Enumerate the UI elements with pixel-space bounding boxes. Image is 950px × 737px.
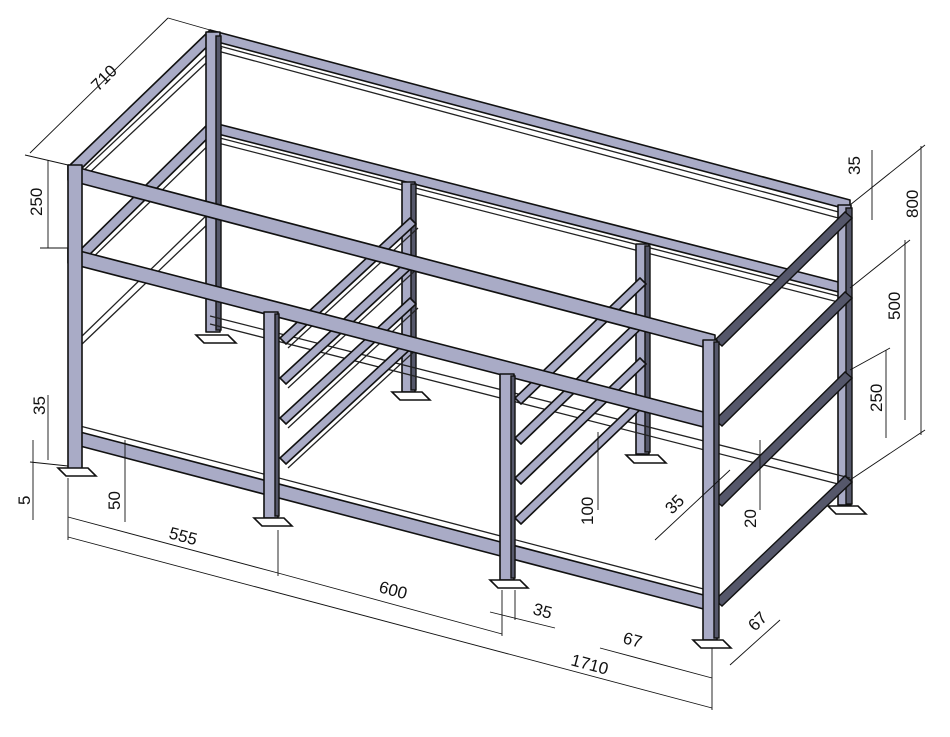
front-right-post [691,339,733,649]
dim-right-35: 35 [845,156,864,175]
dim-depth-710: 710 [87,61,120,94]
back-left-post [194,31,238,344]
top-back-rail [209,29,851,220]
mid-back-rail [209,121,851,304]
right-side-rails [713,211,854,607]
dim-right-500: 500 [885,292,904,320]
dim-foot-67-side: 67 [744,608,771,635]
dim-total-1710: 1710 [569,651,610,679]
dim-foot-67-front: 67 [621,629,644,652]
dim-length-555: 555 [167,524,199,550]
dim-length-600: 600 [377,578,409,604]
front-post-2 [252,311,294,527]
dimension-lines [24,17,926,710]
dim-shelf-35: 35 [661,491,688,518]
dim-right-800: 800 [903,190,922,218]
front-post-3 [488,373,530,589]
dim-left-50: 50 [105,491,124,510]
dim-left-35: 35 [30,396,49,415]
dim-right-250: 250 [867,384,886,412]
dim-shelf-100: 100 [578,497,597,525]
dim-foot-35: 35 [531,600,554,623]
back-right-corner-post [826,204,868,515]
dim-shelf-20: 20 [741,509,760,528]
dim-left-250: 250 [27,188,46,216]
front-left-post [56,164,98,477]
dim-left-5: 5 [15,496,34,505]
